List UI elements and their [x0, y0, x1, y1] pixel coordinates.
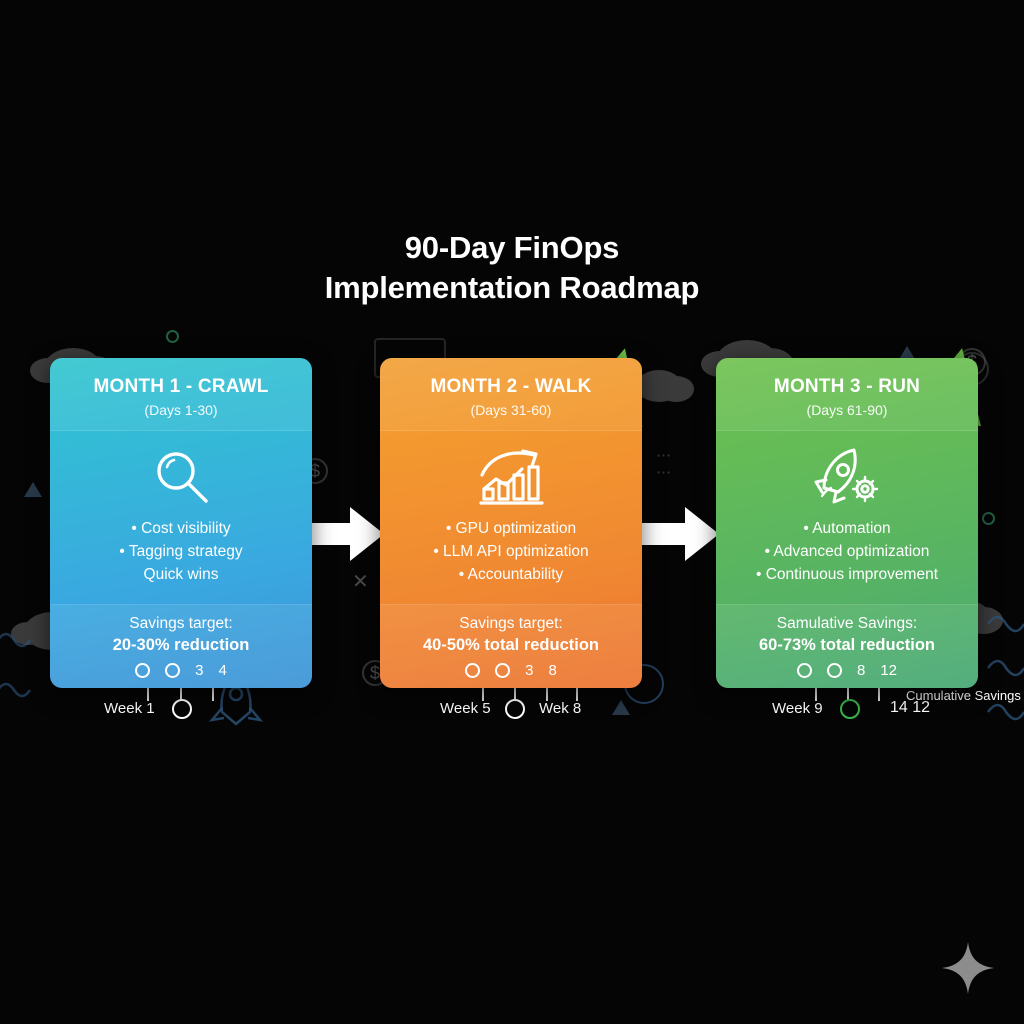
list-item: • Tagging strategy [119, 543, 243, 560]
cumulative-savings-label: Samulative Savings: [776, 615, 918, 632]
axis-end-label: Wek 8 [539, 700, 582, 717]
axis-week-label: Week 5 [440, 700, 491, 717]
card-title: MONTH 1 - CRAWL [93, 376, 269, 397]
axis-week-label: Week 1 [104, 700, 155, 717]
axis-tick [878, 688, 880, 701]
list-item: • Continuous improvement [755, 566, 939, 583]
phase-card-month-3[interactable]: MONTH 3 - RUN (Days 61-90) • Automation … [716, 358, 978, 688]
marker-number: 12 [880, 661, 898, 679]
savings-target-label: Savings target: [129, 615, 233, 632]
list-item: • Advanced optimization [764, 543, 930, 560]
axis-tick [514, 688, 516, 701]
flow-arrow-icon [641, 507, 719, 561]
axis-end-label: 14 12 [890, 699, 931, 716]
list-item: • Cost visibility [131, 520, 231, 537]
magnifying-glass-icon [50, 439, 312, 513]
card-footer: Samulative Savings: 60-73% total reducti… [716, 604, 978, 688]
axis-marker-circle-green [840, 699, 860, 719]
legend-cumulative-savings: Cumulative Savings [906, 688, 1021, 703]
dots-decoration: ⋯⋯ [656, 447, 674, 481]
axis-week-label: Week 9 [772, 700, 823, 717]
marker-number: 8 [856, 661, 866, 679]
marker-circle [826, 662, 842, 678]
list-item: • Accountability [458, 566, 564, 583]
page-title: 90-Day FinOps Implementation Roadmap [0, 228, 1024, 308]
circle-outline-decoration [166, 330, 179, 343]
sparkle-icon [942, 942, 994, 994]
card-subtitle: (Days 61-90) [806, 402, 888, 418]
card-marker-row: 8 12 [716, 658, 978, 682]
marker-circle [495, 662, 511, 678]
title-line-2: Implementation Roadmap [324, 270, 700, 305]
wave-decoration [0, 632, 32, 698]
rocket-gear-icon [716, 439, 978, 513]
phase-card-month-1[interactable]: MONTH 1 - CRAWL (Days 1-30) • Cost visib… [50, 358, 312, 688]
card-bullet-list: • Automation • Advanced optimization • C… [716, 517, 978, 586]
savings-target-value: 40-50% total reduction [422, 636, 600, 654]
card-marker-row: 3 4 [50, 658, 312, 682]
triangle-decoration [612, 700, 630, 715]
axis-tick [815, 688, 817, 701]
wave-decoration [986, 615, 1024, 721]
card-title: MONTH 2 - WALK [430, 376, 592, 397]
marker-number: 4 [218, 661, 227, 679]
card-header: MONTH 3 - RUN (Days 61-90) [716, 358, 978, 431]
axis-tick [482, 688, 484, 701]
marker-circle [465, 662, 481, 678]
axis-tick [576, 688, 578, 701]
marker-number: 8 [548, 661, 557, 679]
savings-target-label: Savings target: [459, 615, 563, 632]
triangle-decoration [24, 482, 42, 497]
marker-circle [796, 662, 812, 678]
axis-tick [147, 688, 149, 701]
card-footer: Savings target: 20-30% reduction 3 4 [50, 604, 312, 688]
card-header: MONTH 1 - CRAWL (Days 1-30) [50, 358, 312, 431]
title-line-1: 90-Day FinOps [404, 230, 620, 265]
axis-tick [212, 688, 214, 701]
list-item: • LLM API optimization [433, 543, 589, 560]
list-item: • GPU optimization [445, 520, 577, 537]
axis-tick [180, 688, 182, 701]
circle-outline-decoration [982, 512, 995, 525]
axis-tick [546, 688, 548, 701]
card-header: MONTH 2 - WALK (Days 31-60) [380, 358, 642, 431]
marker-number: 3 [195, 661, 204, 679]
card-marker-row: 3 8 [380, 658, 642, 682]
card-subtitle: (Days 31-60) [470, 402, 552, 418]
card-subtitle: (Days 1-30) [144, 402, 218, 418]
list-item: Quick wins [143, 566, 219, 583]
savings-target-value: 20-30% reduction [112, 636, 250, 654]
marker-circle [165, 662, 181, 678]
list-item: • Automation [803, 520, 891, 537]
bar-chart-growth-icon [380, 439, 642, 513]
marker-number: 3 [525, 661, 534, 679]
card-bullet-list: • Cost visibility • Tagging strategy Qui… [50, 517, 312, 586]
card-bullet-list: • GPU optimization • LLM API optimizatio… [380, 517, 642, 586]
cross-decoration: ✕ [352, 571, 369, 593]
marker-circle [135, 662, 151, 678]
axis-marker-circle [172, 699, 192, 719]
card-title: MONTH 3 - RUN [773, 376, 921, 397]
axis-marker-circle [505, 699, 525, 719]
cumulative-savings-value: 60-73% total reduction [758, 636, 936, 654]
flow-arrow-icon [306, 507, 384, 561]
cloud-icon [624, 370, 694, 402]
card-footer: Savings target: 40-50% total reduction 3… [380, 604, 642, 688]
phase-card-month-2[interactable]: MONTH 2 - WALK (Days 31-60) • GPU optimi… [380, 358, 642, 688]
axis-tick [847, 688, 849, 701]
